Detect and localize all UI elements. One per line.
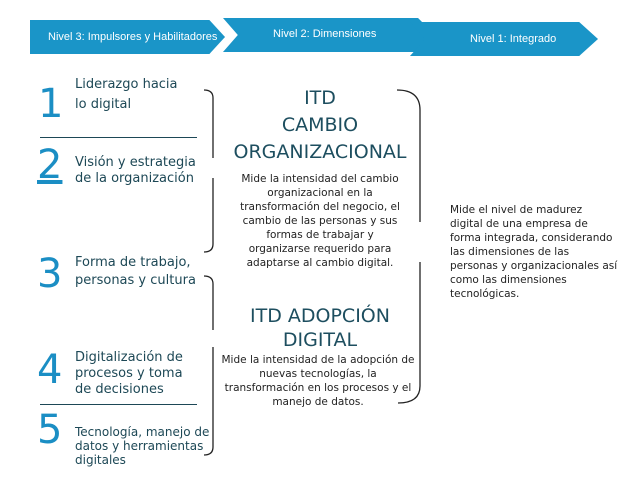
bracket-cambio [203, 89, 214, 253]
desc-line: transformación en los procesos y el [224, 382, 412, 394]
dimension-desc-cambio: Mide la intensidad del cambio organizaci… [225, 172, 415, 270]
label-line: procesos y toma [75, 366, 183, 381]
driver-label-5: Tecnología, manejo de datos y herramient… [75, 425, 209, 467]
driver-number-1: 1 [38, 81, 64, 127]
dimension-title-adopcion: ITD ADOPCIÓN DIGITAL [215, 304, 425, 352]
title-line: ITD [304, 87, 336, 109]
desc-line: las dimensiones de las [450, 246, 570, 258]
divider [40, 404, 197, 405]
title-line: DIGITAL [282, 329, 358, 351]
driver-label-3: Forma de trabajo, personas y cultura [75, 255, 196, 289]
label-line: Liderazgo hacia [75, 77, 178, 92]
label-line: lo digital [75, 97, 132, 112]
dimension-title-cambio: ITD CAMBIO ORGANIZACIONAL [225, 86, 415, 165]
step-label: Nivel 1: Integrado [470, 33, 557, 45]
title-line: ITD ADOPCIÓN [250, 305, 390, 327]
driver-number-3: 3 [37, 251, 63, 297]
desc-line: cambio de las personas y sus [242, 215, 398, 227]
desc-line: adaptarse al cambio digital. [246, 257, 394, 269]
step-label: Nivel 2: Dimensiones [273, 28, 377, 40]
desc-line: forma integrada, considerando [450, 232, 613, 244]
desc-line: transformación del negocio, el [240, 201, 400, 213]
desc-line: Mide la intensidad de la adopción de [221, 354, 415, 366]
label-line: de la organización [75, 171, 194, 186]
desc-line: nuevas tecnologías, la [259, 368, 377, 380]
desc-line: Mide el nivel de madurez [450, 204, 583, 216]
desc-line: como las dimensiones [450, 274, 567, 286]
dimension-desc-adopcion: Mide la intensidad de la adopción de nue… [218, 353, 418, 409]
desc-line: tecnológicas. [450, 288, 520, 300]
label-line: personas y cultura [75, 273, 196, 288]
step-nivel-2: Nivel 2: Dimensiones [223, 18, 435, 52]
title-line: CAMBIO [281, 114, 359, 136]
driver-number-2: 2 [37, 142, 63, 188]
label-line: de decisiones [75, 382, 164, 397]
desc-line: manejo de datos. [272, 396, 364, 408]
desc-line: organizarse requerido para [248, 243, 392, 255]
driver-label-1: Liderazgo hacia lo digital [75, 77, 178, 113]
desc-line: personas y organizacionales así [450, 260, 618, 272]
driver-number-5: 5 [37, 407, 63, 453]
step-nivel-1: Nivel 1: Integrado [410, 22, 598, 56]
step-nivel-3: Nivel 3: Impulsores y Habilitadores [30, 20, 225, 54]
title-line: ORGANIZACIONAL [233, 141, 407, 163]
label-line: Forma de trabajo, [75, 255, 191, 270]
label-line: Tecnología, manejo de [75, 425, 210, 439]
driver-label-4: Digitalización de procesos y toma de dec… [75, 350, 183, 398]
divider [40, 137, 197, 138]
label-line: datos y herramientas [75, 439, 204, 453]
step-label: Nivel 3: Impulsores y Habilitadores [48, 31, 218, 43]
desc-line: Mide la intensidad del cambio [241, 173, 399, 185]
desc-line: organizacional en la [267, 187, 373, 199]
integrated-desc: Mide el nivel de madurez digital de una … [450, 203, 620, 301]
label-line: Visión y estrategia [75, 155, 196, 170]
driver-number-4: 4 [37, 347, 63, 393]
desc-line: formas de trabajar y [266, 229, 374, 241]
label-line: digitales [75, 453, 126, 467]
label-line: Digitalización de [75, 350, 183, 365]
desc-line: digital de una empresa de [450, 218, 588, 230]
driver-label-2: Visión y estrategia de la organización [75, 155, 196, 187]
